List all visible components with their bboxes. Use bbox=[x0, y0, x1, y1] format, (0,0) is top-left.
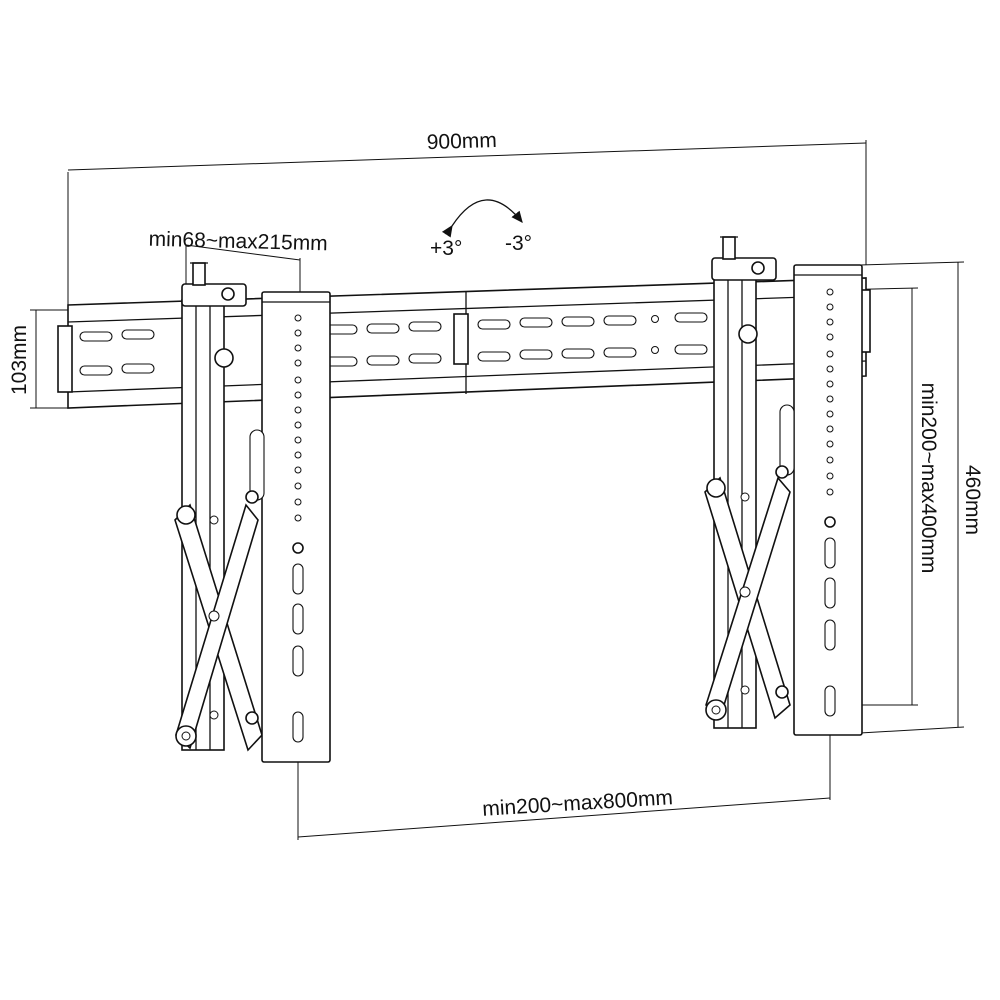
left-bracket bbox=[174, 262, 331, 763]
label-vertical-hole-span: min200~max400mm bbox=[917, 383, 940, 574]
tilt-arrow-icon bbox=[441, 199, 523, 238]
label-horizontal-hole-span: min200~max800mm bbox=[482, 786, 674, 821]
right-bracket bbox=[704, 236, 863, 736]
rail-slots-bottom bbox=[79, 344, 708, 376]
label-rail-height: 103mm bbox=[8, 325, 31, 395]
dimension-lines bbox=[30, 140, 965, 840]
right-plate-holes bbox=[826, 288, 834, 496]
label-tilt-minus: -3° bbox=[505, 232, 532, 255]
left-plate-holes bbox=[294, 314, 302, 522]
label-total-width: 900mm bbox=[426, 129, 497, 154]
label-bracket-depth: min68~max215mm bbox=[148, 228, 328, 256]
label-overall-height: 460mm bbox=[961, 465, 984, 535]
label-tilt-plus: +3° bbox=[430, 237, 462, 260]
rail-slots-top bbox=[79, 312, 708, 342]
